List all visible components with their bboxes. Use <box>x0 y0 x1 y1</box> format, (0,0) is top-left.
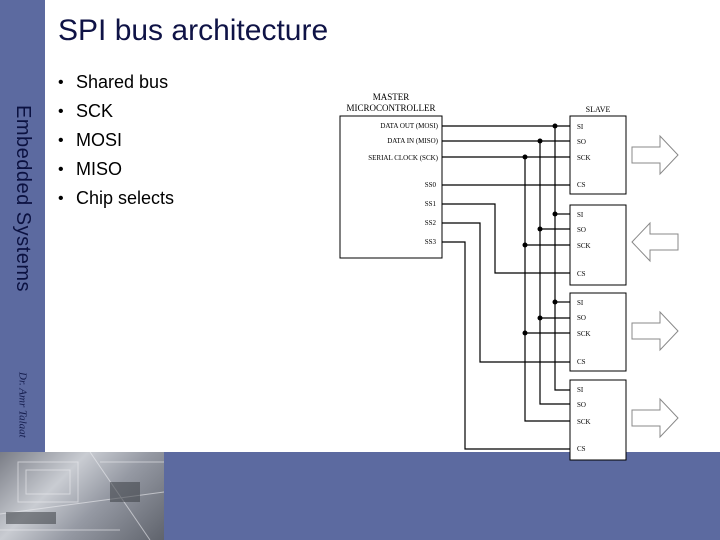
master-block <box>339 115 443 259</box>
master-pin-label: SERIAL CLOCK (SCK) <box>368 154 438 162</box>
bullet-dot: • <box>58 132 64 149</box>
spi-diagram: MASTER MICROCONTROLLER DATA OUT (MOSI) D… <box>339 92 679 461</box>
master-pin-label: SS1 <box>425 200 437 208</box>
bullet-text: Chip selects <box>76 188 175 208</box>
bullet-dot: • <box>58 190 64 207</box>
bullet-item: • MOSI <box>58 126 174 155</box>
sidebar-band <box>0 0 45 452</box>
bullet-dot: • <box>58 103 64 120</box>
master-title: MASTER <box>373 92 410 102</box>
slave-pin-label: SCK <box>577 330 591 338</box>
slide-title: SPI bus architecture <box>58 14 329 47</box>
chip-photo <box>0 452 164 540</box>
input-arrow-icon <box>631 221 679 263</box>
slave-pin-label: SO <box>577 138 586 146</box>
master-pin-label: DATA OUT (MOSI) <box>380 122 438 130</box>
slave-pin-label: CS <box>577 358 586 366</box>
slave-pin-label: SI <box>577 299 584 307</box>
junction-dots <box>522 123 558 336</box>
bullet-item: • Shared bus <box>58 68 174 97</box>
bullet-text: Shared bus <box>76 72 169 92</box>
slave-pin-label: CS <box>577 445 586 453</box>
slave-pin-label: SI <box>577 211 584 219</box>
master-pin-label: SS2 <box>425 219 437 227</box>
slave-pin-label: SCK <box>577 154 591 162</box>
bullet-item: • SCK <box>58 97 174 126</box>
master-pin-label: DATA IN (MISO) <box>387 137 438 145</box>
slave-pin-label: SI <box>577 386 584 394</box>
bullet-text: MOSI <box>76 130 123 150</box>
slave-pin-label: SO <box>577 314 586 322</box>
slave-block <box>569 115 627 195</box>
slave-pin-label: SO <box>577 401 586 409</box>
bus-wiring <box>442 125 570 450</box>
master-pin-label: SS0 <box>425 181 437 189</box>
slave-block <box>569 292 627 372</box>
slave-heading: SLAVE <box>586 105 611 114</box>
output-arrow-icon <box>631 134 679 176</box>
bullet-item: • Chip selects <box>58 184 174 213</box>
author-name: Dr. Amr Talaat <box>16 372 29 438</box>
bullet-list: • Shared bus • SCK • MOSI • MISO • Chip selec… <box>58 68 174 213</box>
slave-pin-label: SCK <box>577 242 591 250</box>
slave-pin-label: SO <box>577 226 586 234</box>
bullet-text: MISO <box>76 159 123 179</box>
master-pin-label: SS3 <box>425 238 437 246</box>
output-arrow-icon <box>631 397 679 439</box>
bullet-text: SCK <box>76 101 114 121</box>
output-arrow-icon <box>631 310 679 352</box>
slave-pin-label: CS <box>577 181 586 189</box>
slave-pin-label: SCK <box>577 418 591 426</box>
bullet-dot: • <box>58 161 64 178</box>
master-title: MICROCONTROLLER <box>346 103 435 113</box>
slave-pin-label: SI <box>577 123 584 131</box>
slave-pin-label: CS <box>577 270 586 278</box>
bullet-item: • MISO <box>58 155 174 184</box>
slave-block <box>569 379 627 461</box>
bullet-dot: • <box>58 74 64 91</box>
course-title: Embedded Systems <box>12 105 34 292</box>
